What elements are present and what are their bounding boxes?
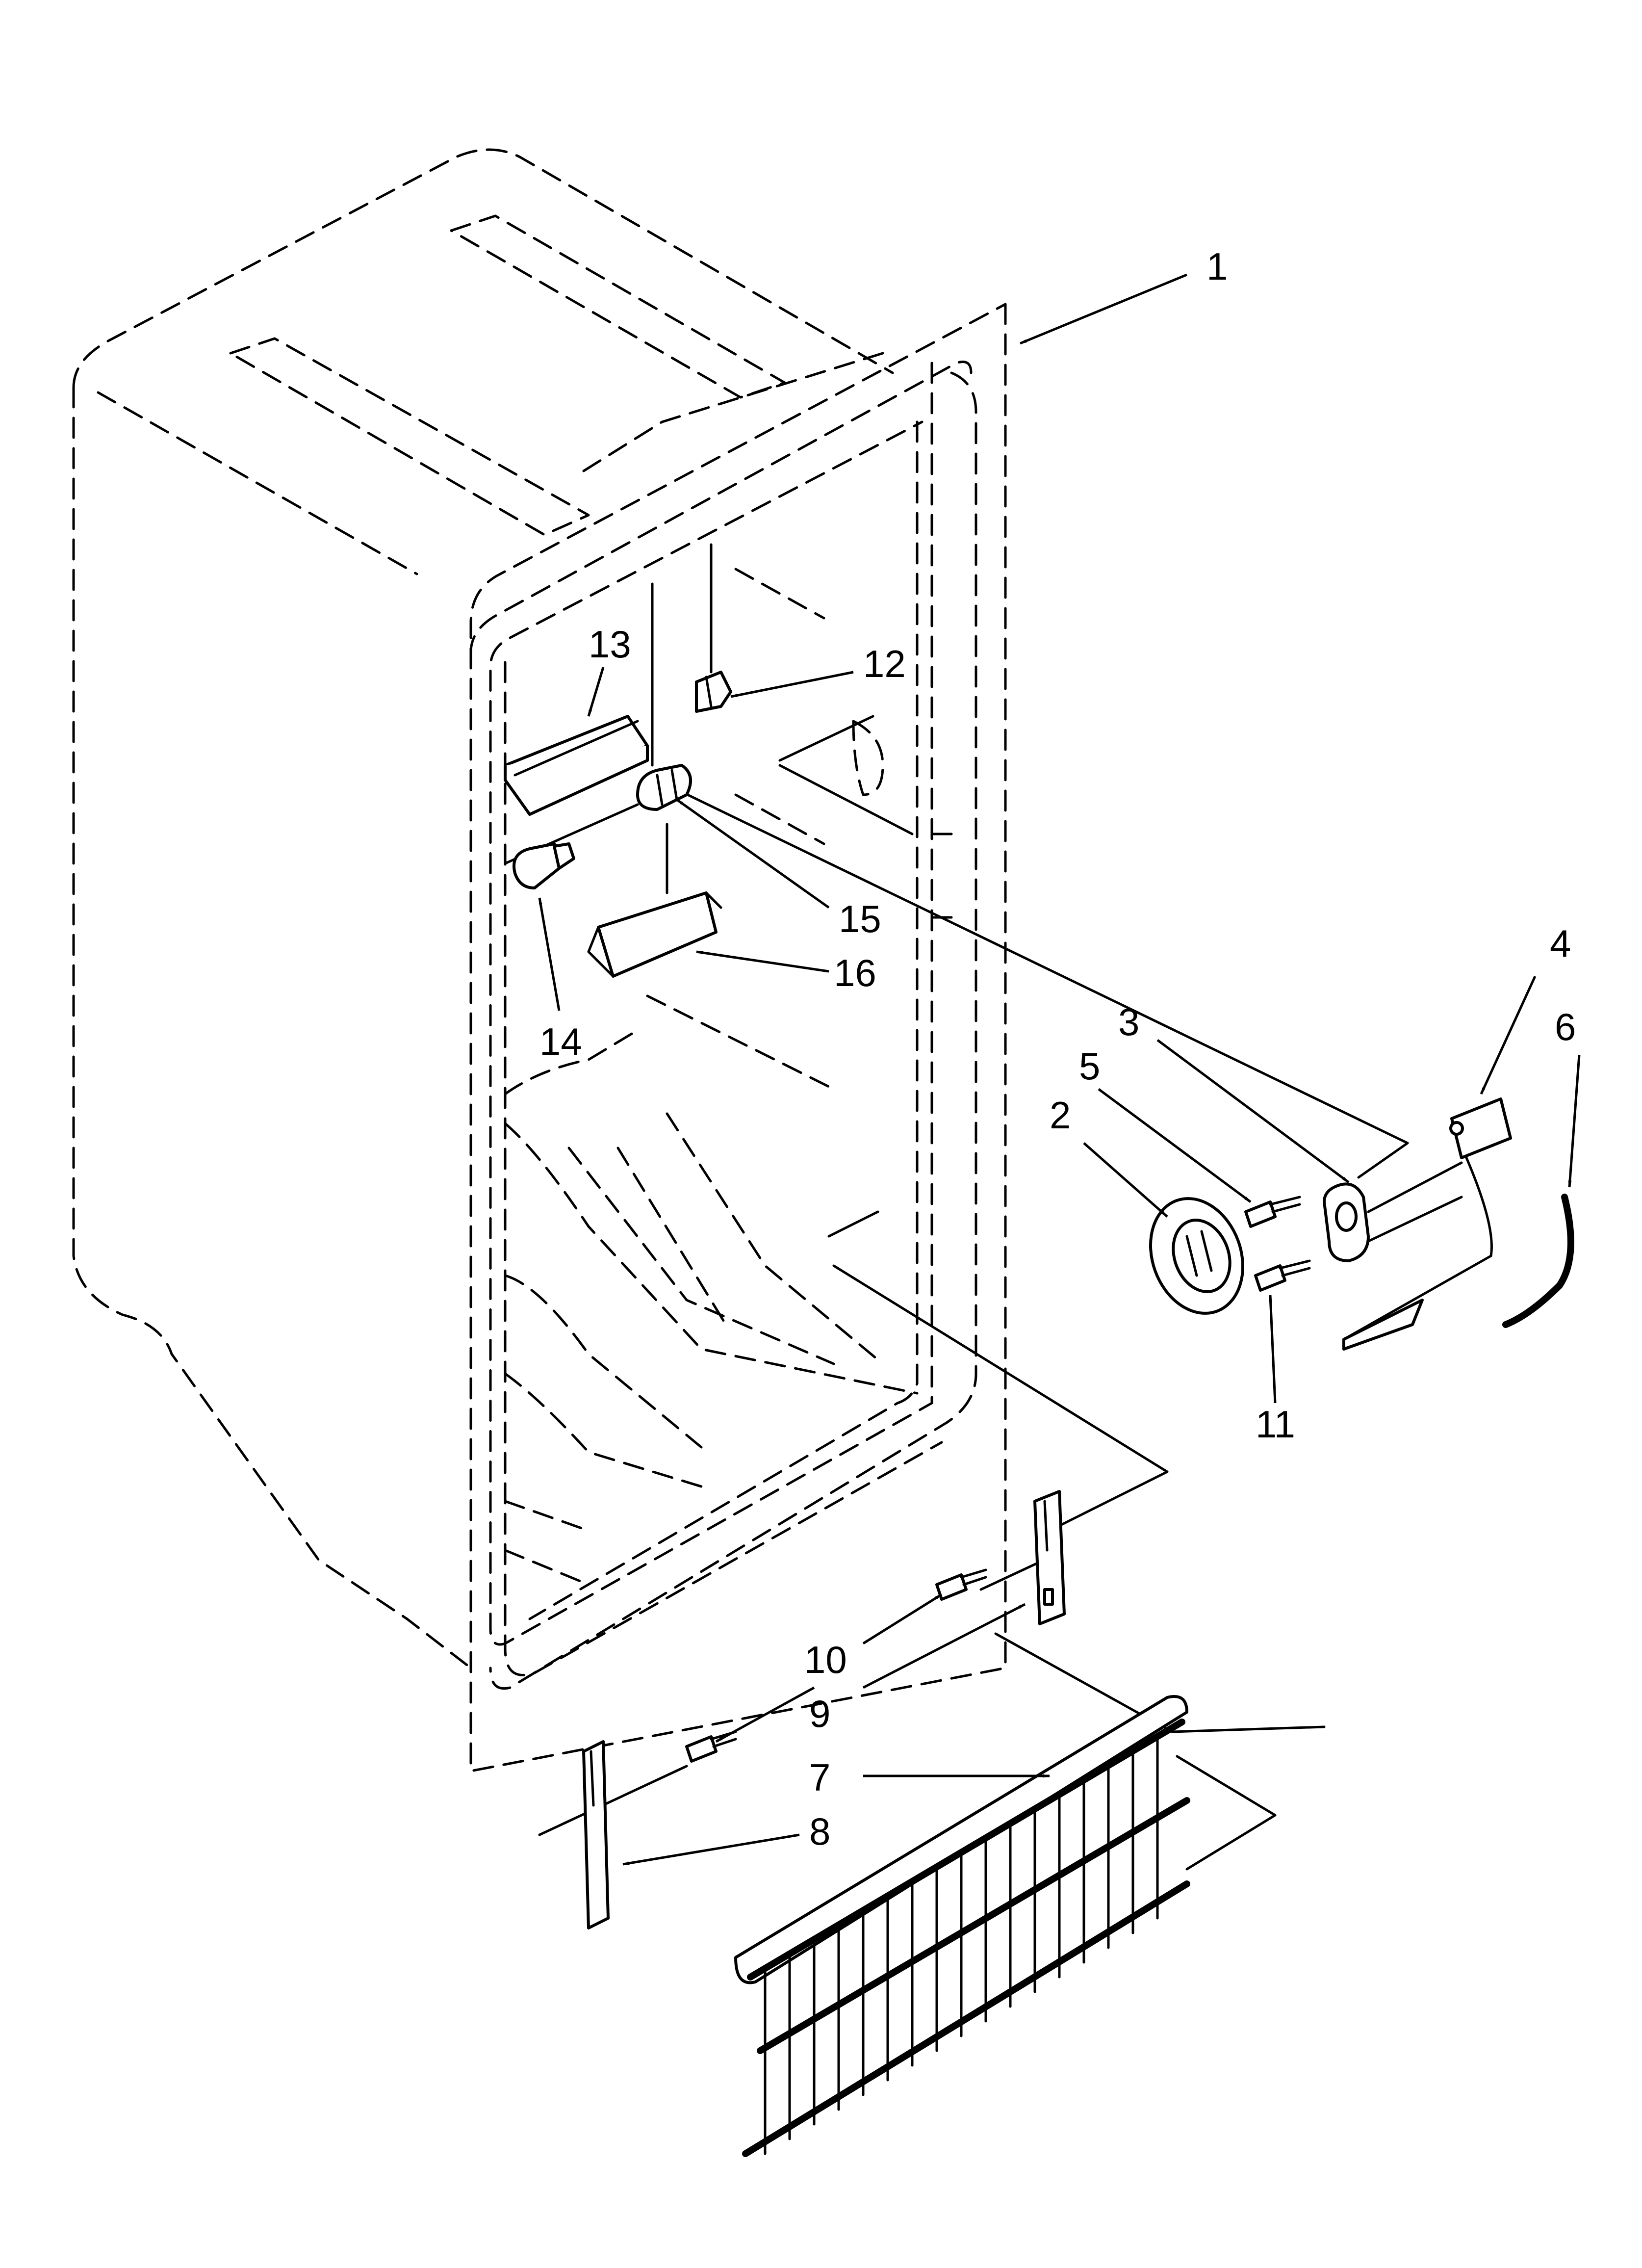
screw-11-part bbox=[1254, 1259, 1311, 1292]
callout-leaders bbox=[538, 273, 1581, 1866]
callout-2: 2 bbox=[1050, 1094, 1071, 1137]
control-bracket-part bbox=[1323, 1161, 1463, 1262]
callout-labels: 1 2 3 4 5 6 7 8 9 10 11 12 13 14 15 16 bbox=[539, 245, 1576, 1853]
callout-6: 6 bbox=[1555, 1005, 1576, 1048]
assembly-lines bbox=[504, 543, 1409, 1871]
light-shield-part bbox=[587, 891, 722, 978]
capillary-tube-part bbox=[1502, 1194, 1574, 1328]
screw-10-part bbox=[935, 1568, 987, 1601]
callout-4: 4 bbox=[1550, 922, 1571, 965]
thermostat-part bbox=[1342, 1097, 1512, 1351]
callout-15: 15 bbox=[839, 897, 881, 940]
control-knob-part bbox=[1149, 1197, 1245, 1315]
callout-14: 14 bbox=[539, 1020, 582, 1063]
callout-1: 1 bbox=[1206, 245, 1228, 288]
screw-5-part bbox=[1244, 1196, 1301, 1228]
screw-left-rail-part bbox=[685, 1730, 737, 1763]
callout-5: 5 bbox=[1079, 1044, 1100, 1088]
light-bulb-part bbox=[513, 842, 575, 889]
basket-rail-left-part bbox=[582, 1740, 610, 1929]
callout-11: 11 bbox=[1256, 1403, 1295, 1446]
cabinet-outline bbox=[72, 148, 1007, 1773]
basket-rail-right-part bbox=[1033, 1490, 1066, 1625]
callout-7: 7 bbox=[809, 1756, 830, 1799]
callout-9: 9 bbox=[809, 1692, 830, 1735]
lamp-socket-part bbox=[636, 764, 692, 811]
callout-3: 3 bbox=[1118, 1000, 1139, 1043]
door-switch-part bbox=[695, 671, 732, 713]
callout-12: 12 bbox=[863, 642, 906, 685]
callout-16: 16 bbox=[834, 951, 876, 994]
wire-basket-part bbox=[734, 1695, 1190, 2157]
light-housing-part bbox=[504, 715, 649, 816]
callout-10: 10 bbox=[804, 1638, 847, 1681]
callout-13: 13 bbox=[589, 623, 631, 666]
callout-8: 8 bbox=[809, 1810, 830, 1853]
